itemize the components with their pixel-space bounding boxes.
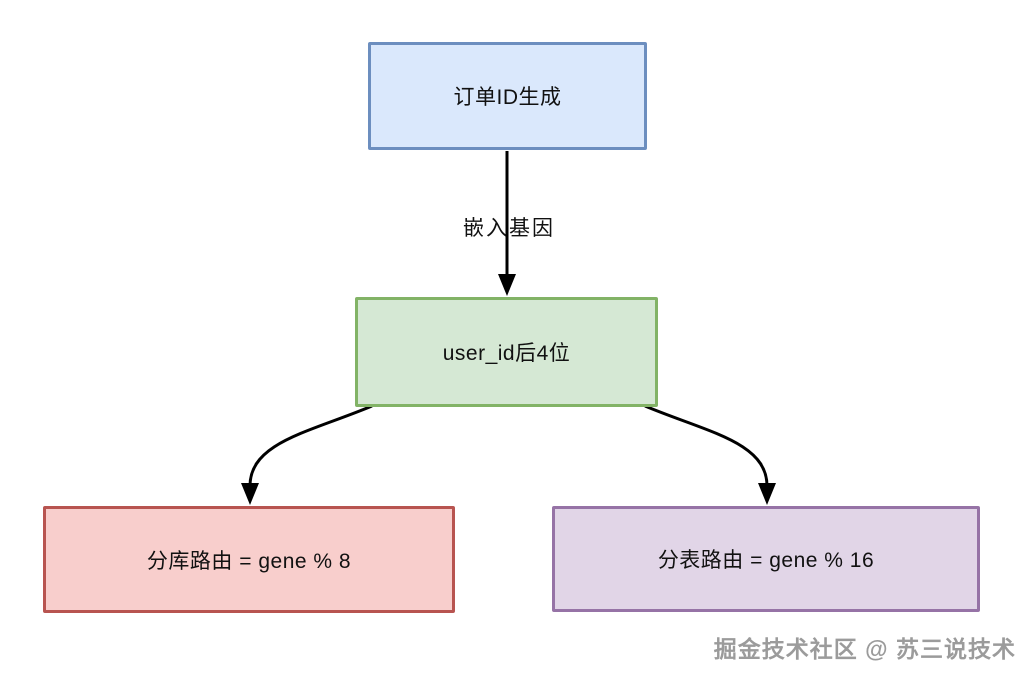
node-database-route: 分库路由 = gene % 8 (43, 506, 455, 613)
arrow-userid-to-tableroute (644, 404, 776, 505)
edge-label-embed-gene: 嵌入基因 (463, 217, 555, 240)
node-table-route: 分表路由 = gene % 16 (552, 506, 980, 612)
arrow-userid-to-dbroute (241, 404, 373, 505)
node-database-route-label: 分库路由 = gene % 8 (146, 549, 352, 573)
node-userid-last4-label: user_id后4位 (442, 342, 571, 365)
node-userid-last4: user_id后4位 (355, 297, 658, 407)
node-table-route-label: 分表路由 = gene % 16 (657, 549, 875, 572)
node-order-id-label: 订单ID生成 (453, 86, 562, 109)
node-order-id-generation: 订单ID生成 (368, 42, 647, 150)
watermark-text: 掘金技术社区 @ 苏三说技术 (713, 636, 1016, 662)
